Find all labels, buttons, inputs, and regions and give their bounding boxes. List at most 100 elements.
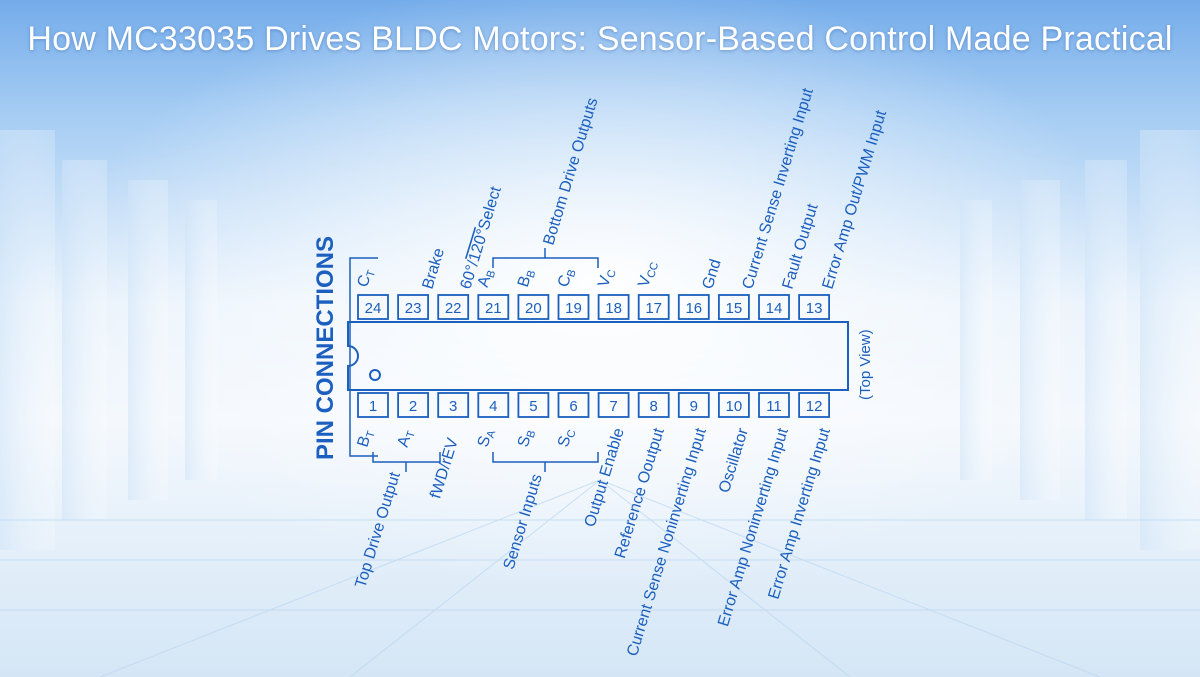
pin-number: 14 [766, 300, 783, 317]
sensor-inputs-label: Sensor Inputs [501, 472, 546, 571]
pin-number: 13 [806, 300, 823, 317]
pin-box [677, 294, 710, 320]
pin-number: 18 [605, 300, 622, 317]
bottom-pin-11: 11 [758, 392, 790, 418]
current-sense-noninverting-label: Current Sense Noninverting Input [624, 426, 710, 659]
top-pin-21: 21 AB [475, 267, 510, 320]
current-sense-inverting-label: Current Sense Inverting Input [740, 86, 818, 291]
pin-number: 10 [726, 398, 743, 415]
pin-symbol: CT [355, 266, 379, 289]
pin-number: 24 [365, 300, 382, 317]
pin-number: 23 [405, 300, 422, 317]
pin-symbol: CB [555, 266, 579, 290]
pin-box [758, 294, 790, 320]
pin-box [557, 392, 590, 418]
top-drive-brace [372, 452, 441, 472]
pin-box [677, 392, 710, 418]
fwd-rev-label: fWD/rEV [427, 436, 462, 501]
pin-number: 6 [569, 398, 577, 415]
pin-number: 15 [726, 300, 743, 317]
left-bracket [349, 257, 378, 457]
pin-symbol: VCC [635, 259, 661, 290]
top-pin-18: 18 VC [595, 266, 630, 320]
pin-box [798, 294, 830, 320]
pin-box [758, 392, 790, 418]
right-pillars [960, 130, 1200, 550]
page-title: How MC33035 Drives BLDC Motors: Sensor-B… [27, 20, 1173, 58]
brake-label: Brake [420, 246, 449, 291]
top-pin-19: 19 CB [555, 266, 590, 320]
fault-output-label: Fault Output [780, 201, 822, 291]
pin-symbol: SA [475, 426, 499, 449]
bottom-pin-7: 7 [597, 392, 630, 418]
output-enable-label: Output Enable [582, 426, 628, 529]
pin-box [437, 392, 470, 418]
pin-box [637, 294, 670, 320]
top-view-label: (Top View) [857, 329, 874, 400]
top-pin-13: 13 [798, 294, 830, 320]
ic-body [347, 321, 849, 391]
bottom-pin-9: 9 [677, 392, 710, 418]
pin-number: 19 [565, 300, 582, 317]
bottom-drive-outputs-label: Bottom Drive Outputs [541, 96, 602, 247]
pin-symbol: AB [475, 267, 498, 290]
pin-number: 8 [650, 398, 658, 415]
top-pin-16: 16 [677, 294, 710, 320]
bottom-pin-6: 6SC [555, 392, 590, 449]
error-amp-out-label: Error Amp Out/PWM Input [820, 108, 891, 291]
left-pillars [0, 130, 217, 550]
pin-number: 12 [806, 398, 823, 415]
pin-number: 21 [485, 300, 502, 317]
pin-number: 17 [645, 300, 662, 317]
bottom-pin-2: 2AT [395, 392, 430, 449]
top-drive-output-label: Top Drive Output [352, 470, 404, 590]
bottom-pin-12: 12 [798, 392, 830, 418]
pin-number: 11 [766, 398, 782, 415]
gnd-label: Gnd [700, 257, 725, 291]
pin-number: 2 [409, 398, 417, 415]
oscillator-label: Oscillator [716, 426, 752, 495]
pin-box [597, 392, 630, 418]
bottom-pin-4: 4SA [475, 392, 510, 449]
pin-symbol: SB [515, 427, 538, 450]
pin-symbol: SC [555, 426, 579, 449]
bottom-pin-8: 8 [637, 392, 670, 418]
pin-box [597, 294, 630, 320]
select-suffix: Select [476, 184, 505, 232]
pin-box [718, 392, 750, 418]
pin-number: 4 [489, 398, 497, 415]
pin-number: 1 [369, 398, 377, 415]
pin-box [557, 294, 590, 320]
pin-box [477, 392, 510, 418]
pin-box [718, 294, 750, 320]
pin-box [477, 294, 510, 320]
pin-box [517, 294, 550, 320]
pin-number: 20 [525, 300, 542, 317]
pin-number: 9 [690, 398, 698, 415]
sensor-inputs-brace [492, 452, 599, 472]
pin-box [397, 294, 430, 320]
pin-symbol: VC [595, 266, 619, 289]
pin-box [437, 294, 470, 320]
bottom-pin-5: 5SB [515, 392, 550, 450]
pin-box [798, 392, 830, 418]
pin-number: 7 [609, 398, 617, 415]
pin-number: 3 [449, 398, 457, 415]
pin-symbol: BT [355, 427, 378, 449]
pin-symbol: AT [395, 427, 418, 449]
top-pin-14: 14 [758, 294, 790, 320]
top-pin-24: 24 CT [355, 266, 389, 320]
pin-box [397, 392, 430, 418]
top-pin-23: 23 [397, 294, 430, 320]
pin-box [357, 294, 389, 320]
top-pin-17: 17 VCC [635, 259, 670, 320]
pin-symbol: BB [515, 267, 538, 290]
top-pin-22: 22 [437, 294, 470, 320]
bottom-pin-3: 3 [437, 392, 470, 418]
pin-connections-heading: PIN CONNECTIONS [312, 236, 339, 460]
select-overline-text: 120° [466, 227, 492, 264]
pin-box [637, 392, 670, 418]
pin-number: 22 [445, 300, 462, 317]
